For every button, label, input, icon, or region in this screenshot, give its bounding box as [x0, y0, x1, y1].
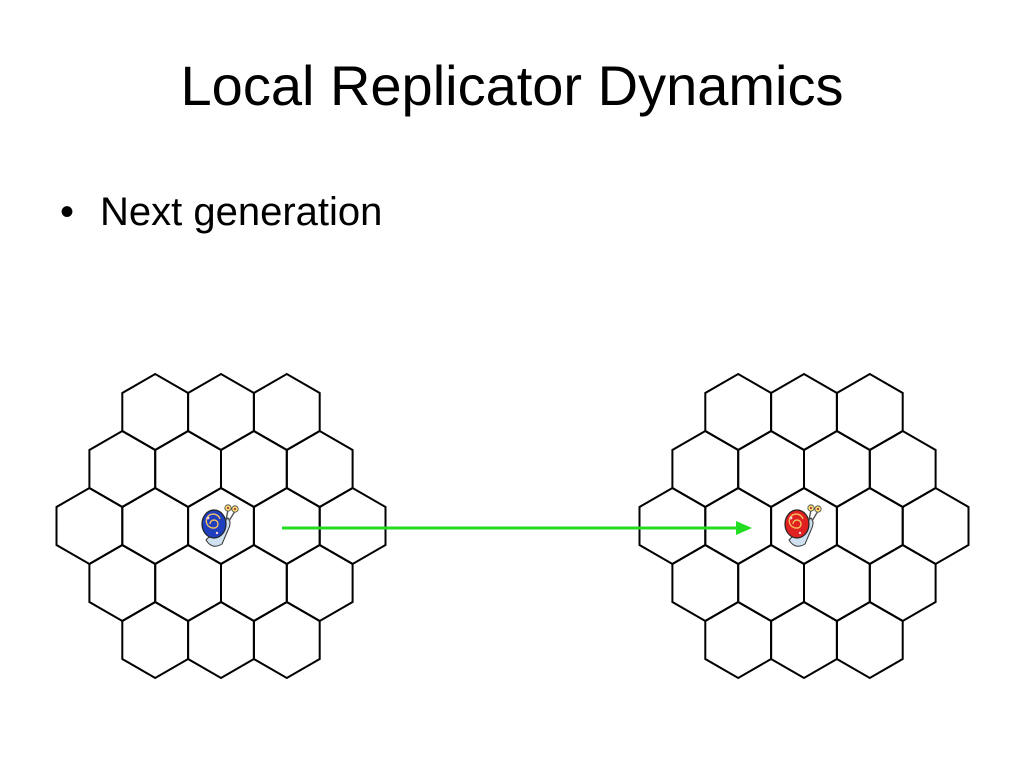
hex-cell	[704, 600, 773, 680]
hex-cell	[318, 486, 387, 566]
hex-cell	[220, 543, 288, 623]
next-generation-arrow	[282, 521, 752, 535]
hex-cell	[285, 543, 354, 623]
snail-spiral	[205, 513, 221, 529]
snail-spot	[789, 516, 793, 520]
hex-cell	[835, 600, 904, 680]
hex-cell	[737, 543, 805, 623]
hex-cell	[671, 429, 740, 509]
snail-stalk	[811, 510, 819, 522]
hex-cell	[154, 429, 222, 509]
bullet-item: • Next generation	[60, 192, 382, 232]
hex-cell	[154, 543, 222, 623]
hex-cell	[770, 600, 838, 680]
hex-cell	[835, 486, 904, 566]
snail-icon-blue	[201, 504, 239, 547]
slide-title: Local Replicator Dynamics	[180, 54, 844, 117]
bullet-marker: •	[60, 190, 75, 234]
snail-spiral	[788, 513, 804, 529]
hex-cell	[187, 372, 255, 452]
hex-cell	[285, 429, 354, 509]
hex-cell	[835, 372, 904, 452]
bullet-text: Next generation	[100, 190, 383, 234]
snail-icon-red	[784, 504, 822, 547]
snail-stalk	[228, 510, 236, 522]
hex-cell	[671, 543, 740, 623]
hex-cell	[737, 429, 805, 509]
hex-cell	[803, 543, 871, 623]
hex-cell	[88, 543, 157, 623]
hex-cell	[121, 600, 190, 680]
hex-cell	[803, 429, 871, 509]
hex-cell	[187, 600, 255, 680]
snail-pupil	[809, 506, 813, 510]
hex-cell	[220, 429, 288, 509]
snail-stalk	[808, 509, 812, 521]
hex-grid-before	[55, 372, 387, 680]
hex-cell	[88, 429, 157, 509]
hex-cell	[252, 372, 321, 452]
hex-cell	[868, 429, 937, 509]
hex-cell	[704, 372, 773, 452]
snail-spot	[206, 516, 210, 520]
arrow-head	[736, 521, 752, 535]
hex-cell	[770, 372, 838, 452]
snail-pupil	[226, 506, 230, 510]
snail-pupil	[233, 507, 237, 511]
hex-cell	[121, 372, 190, 452]
hex-cell	[55, 486, 124, 566]
snail-spot	[798, 531, 802, 535]
hex-cell	[121, 486, 190, 566]
hex-cell	[252, 486, 321, 566]
hex-cell	[252, 600, 321, 680]
snail-pupil	[816, 507, 820, 511]
hex-grid-after	[638, 372, 970, 680]
hex-cell	[901, 486, 970, 566]
snail-spot	[215, 531, 219, 535]
snail-stalk	[225, 509, 229, 521]
hex-cell	[868, 543, 937, 623]
hex-cell	[638, 486, 707, 566]
